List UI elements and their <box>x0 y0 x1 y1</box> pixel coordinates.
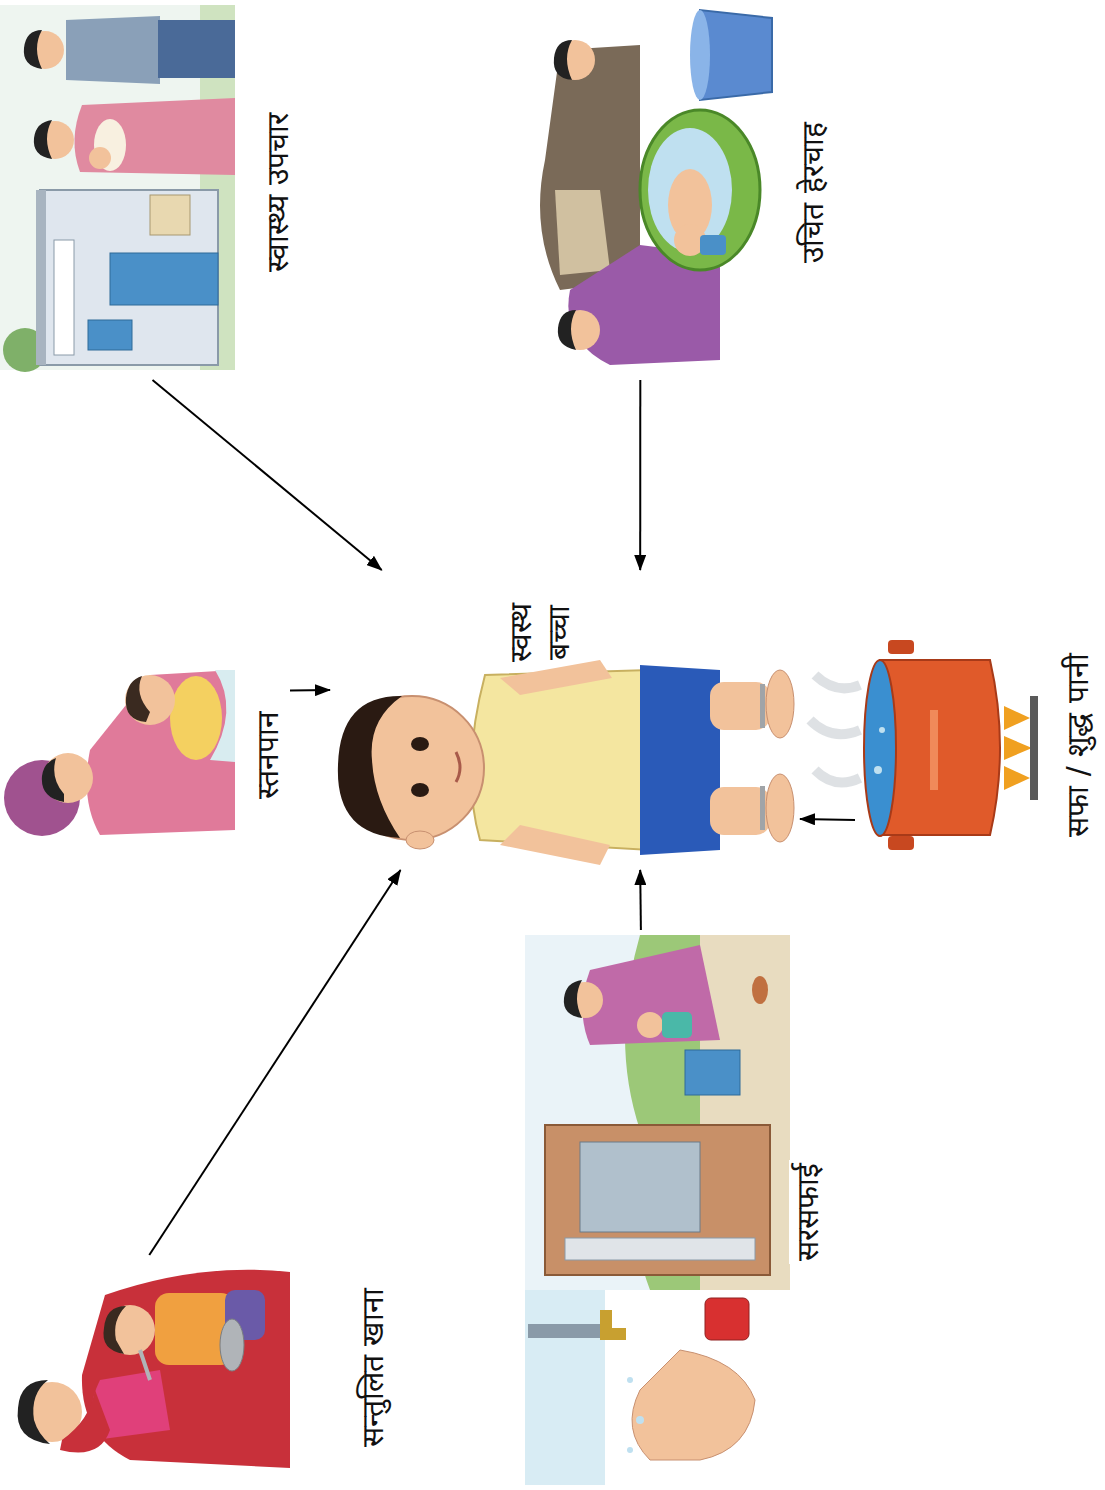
picture-node: स्वस्थ बच्चा <box>330 570 800 870</box>
picture-node: उचित हेरचाह <box>505 5 835 380</box>
arrow-connector <box>639 870 642 930</box>
handwashing-picture <box>525 1290 755 1485</box>
node-label: स्वास्थ्य उपचार <box>259 110 297 275</box>
node-label: सफा / शुद्ध पानी <box>1059 650 1097 840</box>
picture-node: सरसफाई <box>525 930 830 1300</box>
node-label: स्वस्थ बच्चा <box>502 576 577 688</box>
balanced-food-picture <box>18 1270 290 1468</box>
picture-node: सफा / शुद्ध पानी <box>855 620 1100 870</box>
picture-node: सन्तुलित खाना <box>5 1255 395 1480</box>
proper-care-picture <box>540 10 772 365</box>
node-label: सन्तुलित खाना <box>354 1285 392 1451</box>
health-post-picture <box>0 5 235 372</box>
picture-node: स्तनपान <box>5 660 290 850</box>
arrow-connector <box>149 870 400 1255</box>
picture-node: स्वास्थ्य उपचार <box>5 5 300 380</box>
healthy-child-picture <box>338 660 794 865</box>
arrow-connector <box>153 380 382 570</box>
node-label: सरसफाई <box>789 1160 827 1264</box>
breastfeeding-picture <box>4 670 235 836</box>
boiling-pot-picture <box>810 640 1038 850</box>
node-label: उचित हेरचाह <box>794 119 832 266</box>
sanitation-picture <box>525 935 790 1290</box>
arrow-connector <box>800 819 855 820</box>
node-label: स्तनपान <box>249 708 287 802</box>
arrow-connector <box>290 689 330 691</box>
arrow-connector <box>639 380 641 570</box>
